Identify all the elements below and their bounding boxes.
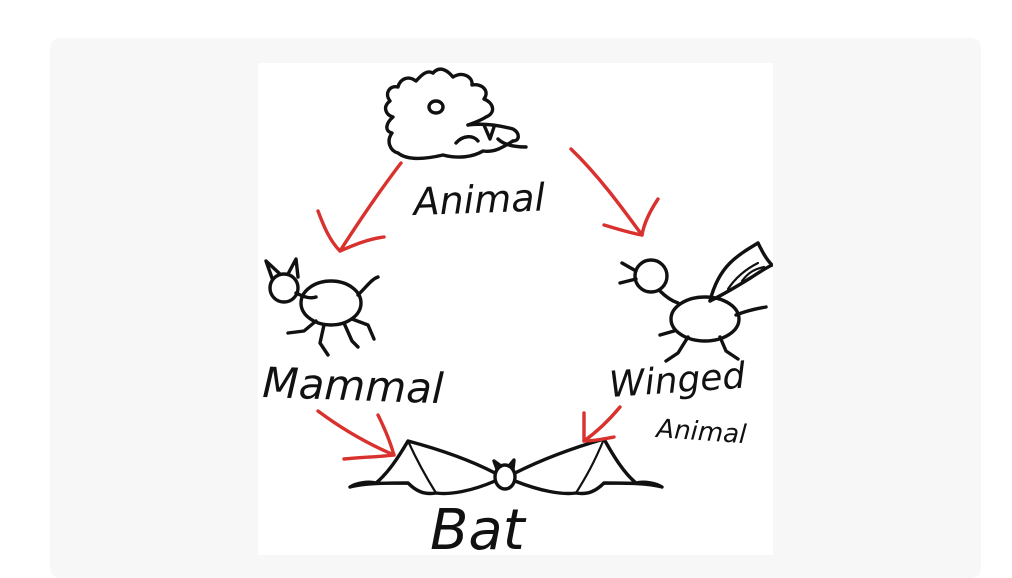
label-animal: Animal (410, 175, 546, 224)
cat-icon (264, 257, 380, 357)
drawing-canvas: Animal Mammal Winged Animal Bat (258, 63, 773, 555)
arrow-mammal-to-bat (316, 409, 396, 461)
bird-icon (618, 241, 773, 363)
bat-icon (348, 437, 664, 496)
label-bat: Bat (430, 498, 527, 555)
arrow-animal-to-winged (569, 147, 660, 237)
dragon-head-icon (383, 67, 528, 161)
label-winged-sub: Animal (654, 414, 749, 450)
inheritance-diagram: Animal Mammal Winged Animal Bat (262, 67, 773, 555)
arrow-winged-to-bat (582, 405, 622, 443)
arrow-animal-to-mammal (316, 161, 403, 253)
label-winged: Winged (608, 355, 748, 405)
label-mammal: Mammal (262, 358, 445, 413)
